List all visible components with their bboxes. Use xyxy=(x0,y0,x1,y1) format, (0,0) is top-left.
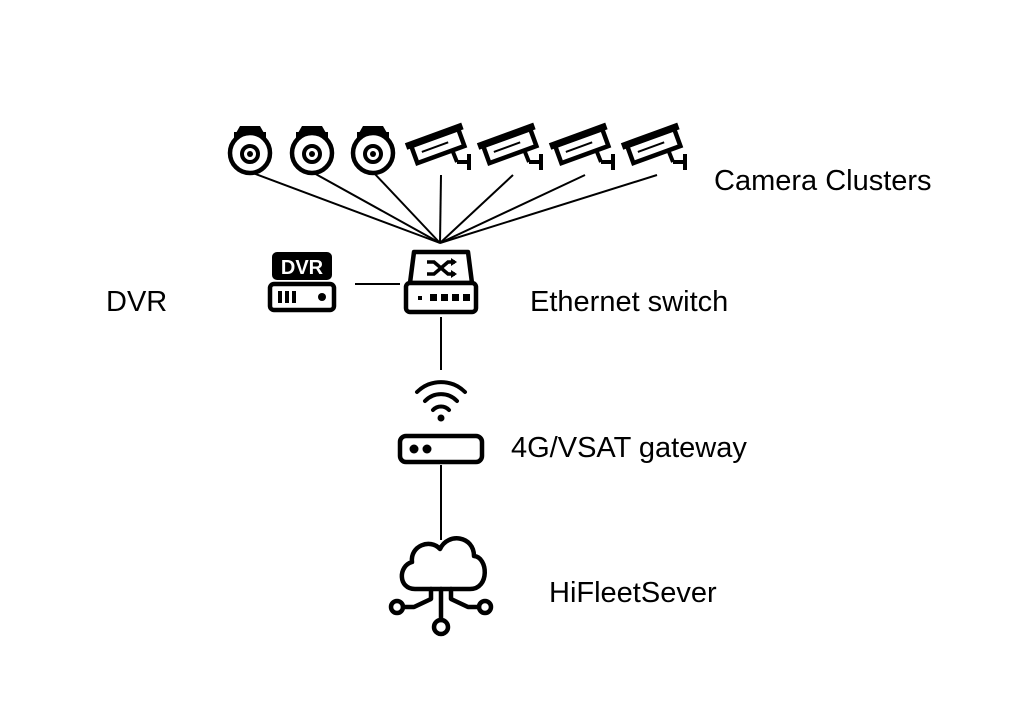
dome-camera-icon xyxy=(289,126,335,176)
link-dome-1 xyxy=(249,171,441,244)
link-bullet-2 xyxy=(439,174,514,244)
camera-links xyxy=(249,171,658,244)
wifi-icon xyxy=(415,380,467,422)
camera-clusters-label: Camera Clusters xyxy=(714,165,932,197)
bullet-camera-icon xyxy=(548,122,615,170)
gateway-label: 4G/VSAT gateway xyxy=(511,432,747,464)
dvr-badge-text: DVR xyxy=(281,257,324,279)
dome-camera-icon xyxy=(350,126,396,176)
link-bullet-3 xyxy=(439,174,586,244)
link-dome-3 xyxy=(372,171,441,244)
dvr-label: DVR xyxy=(106,286,168,318)
dome-camera-icon xyxy=(227,126,273,176)
link-dome-2 xyxy=(311,171,441,244)
ethernet-switch-icon xyxy=(403,249,479,315)
cloud-network-icon xyxy=(388,536,494,637)
server-label: HiFleetSever xyxy=(549,577,717,609)
ethernet-switch-label: Ethernet switch xyxy=(530,286,729,318)
router-icon xyxy=(397,433,485,465)
link-bullet-1 xyxy=(439,174,442,244)
dvr-icon: DVR xyxy=(267,252,337,313)
bullet-camera-icon xyxy=(620,122,687,170)
bullet-camera-icon xyxy=(404,122,471,170)
link-bullet-4 xyxy=(439,174,658,244)
bullet-camera-icon xyxy=(476,122,543,170)
